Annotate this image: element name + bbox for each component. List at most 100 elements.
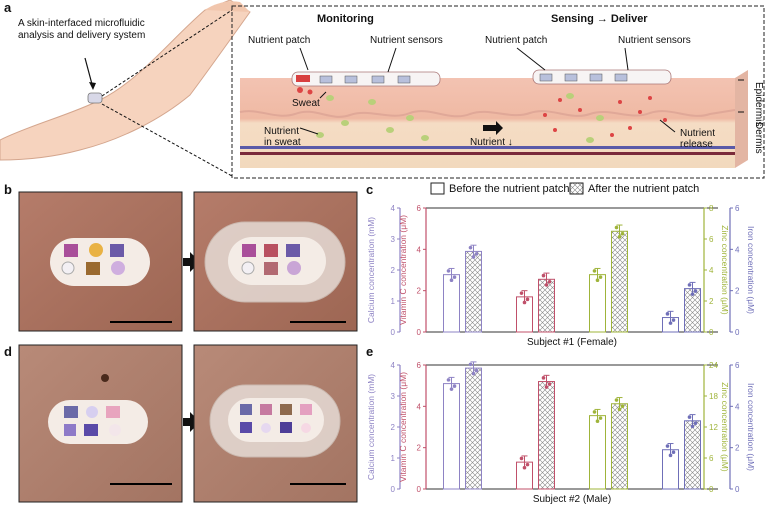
data-point <box>541 376 546 380</box>
bar-zinc-before <box>589 415 606 490</box>
bar-calcium-before <box>443 274 460 333</box>
data-point <box>620 231 625 236</box>
nutrient-particles <box>316 93 667 143</box>
bar-zinc-after <box>611 403 628 490</box>
data-point <box>668 453 673 458</box>
data-point <box>617 407 622 412</box>
data-point <box>595 419 600 424</box>
y-tick-label-0-4: 4 <box>391 204 396 213</box>
y-tick-label-2-1: 6 <box>709 454 714 463</box>
data-point <box>693 289 698 293</box>
y-axis-label-0: Calcium concentration (mM) <box>366 217 376 323</box>
y-tick-label-0-2: 2 <box>391 423 396 432</box>
data-point <box>614 398 619 402</box>
monitoring-title: Monitoring <box>317 13 374 25</box>
panel-e-label: e <box>366 344 374 359</box>
data-point <box>471 371 476 376</box>
data-point <box>592 410 597 414</box>
data-point <box>468 362 473 367</box>
y-tick-label-2-4: 24 <box>709 361 718 370</box>
x-axis-label: Subject #2 (Male) <box>533 494 611 505</box>
data-point <box>544 283 549 287</box>
nutrient-down-label: Nutrient ↓ <box>470 137 513 148</box>
y-tick-label-2-1: 2 <box>709 297 714 306</box>
y-tick-label-1-2: 4 <box>417 402 422 411</box>
nutrient-sensors-left: Nutrient sensors <box>370 35 443 46</box>
system-label: A skin-interfaced microfluidic analysis … <box>18 18 145 42</box>
y-axis-label-0: Calcium concentration (mM) <box>366 374 376 480</box>
y-tick-label-0-1: 1 <box>391 297 396 306</box>
data-point <box>547 279 552 284</box>
data-point <box>449 278 454 283</box>
data-point <box>671 318 676 322</box>
data-point <box>446 269 451 273</box>
y-tick-label-0-4: 4 <box>391 361 396 370</box>
panel-b-label: b <box>4 182 12 197</box>
y-tick-label-0-3: 3 <box>391 235 396 244</box>
panel-c-label: c <box>366 182 374 197</box>
data-point <box>541 273 546 278</box>
y-tick-label-3-0: 0 <box>735 328 740 337</box>
y-tick-label-1-0: 0 <box>417 485 422 494</box>
y-tick-label-0-3: 3 <box>391 392 396 401</box>
data-point <box>598 275 603 279</box>
legend-before-label: Before the nutrient patch <box>449 183 570 195</box>
y-axis-label-3: Iron concentration (μM) <box>746 383 756 471</box>
data-point <box>598 416 603 420</box>
y-axis-label-2: Zinc concentration (μM) <box>720 225 730 315</box>
data-point <box>519 456 524 461</box>
photo-b-after <box>193 191 358 332</box>
sweat-label: Sweat <box>292 98 320 109</box>
arrow-d-icon <box>183 412 200 432</box>
bar-vitamin-c-after <box>538 381 555 490</box>
nutrient-in-sweat-label: Nutrient in sweat <box>264 126 301 148</box>
y-tick-label-0-0: 0 <box>391 328 396 337</box>
dermis-label: Dermis <box>753 122 764 154</box>
data-point <box>690 292 695 296</box>
y-tick-label-0-2: 2 <box>391 266 396 275</box>
nutrient-release-line1: Nutrient <box>680 128 716 139</box>
y-tick-label-2-2: 12 <box>709 423 718 432</box>
legend-before-swatch <box>430 182 445 195</box>
bar-vitamin-c-after <box>538 278 555 333</box>
data-point <box>693 421 698 426</box>
data-point <box>522 300 527 305</box>
y-tick-label-3-2: 4 <box>735 245 740 254</box>
y-tick-label-2-3: 18 <box>709 392 718 401</box>
y-tick-label-2-2: 4 <box>709 266 714 275</box>
sensing-title: Sensing → Deliver <box>551 13 648 25</box>
data-point <box>547 382 552 386</box>
y-tick-label-3-3: 6 <box>735 204 740 213</box>
legend-after-swatch <box>569 182 584 195</box>
annotation-arrows <box>299 47 744 135</box>
y-tick-label-2-4: 8 <box>709 204 714 213</box>
data-point <box>592 269 597 273</box>
y-tick-label-2-3: 6 <box>709 235 714 244</box>
legend-after-label: After the nutrient patch <box>588 183 700 195</box>
data-point <box>665 444 670 448</box>
device-delivery <box>532 69 672 85</box>
data-point <box>544 385 549 389</box>
data-point <box>668 321 673 325</box>
data-point <box>525 297 530 302</box>
bar-zinc-before <box>589 274 606 333</box>
arm-illustration <box>0 0 251 177</box>
right-arrow-icon <box>483 121 503 135</box>
y-tick-label-2-0: 0 <box>709 328 714 337</box>
data-point <box>519 291 524 295</box>
bar-iron-after <box>684 420 701 490</box>
y-tick-label-2-0: 0 <box>709 485 714 494</box>
y-tick-label-0-0: 0 <box>391 485 396 494</box>
data-point <box>620 404 625 409</box>
y-axis-label-1: Vitamin C concentration (μM) <box>398 215 408 325</box>
nutrient-in-sweat-line2: in sweat <box>264 137 301 148</box>
data-point <box>449 387 454 391</box>
y-axis-label-2: Zinc concentration (μM) <box>720 382 730 472</box>
data-point <box>525 462 530 467</box>
data-point <box>452 275 457 279</box>
nutrient-in-sweat-line1: Nutrient <box>264 126 300 137</box>
crosssection-box <box>231 5 765 179</box>
nutrient-sensors-right: Nutrient sensors <box>618 35 691 46</box>
data-point <box>474 368 479 373</box>
